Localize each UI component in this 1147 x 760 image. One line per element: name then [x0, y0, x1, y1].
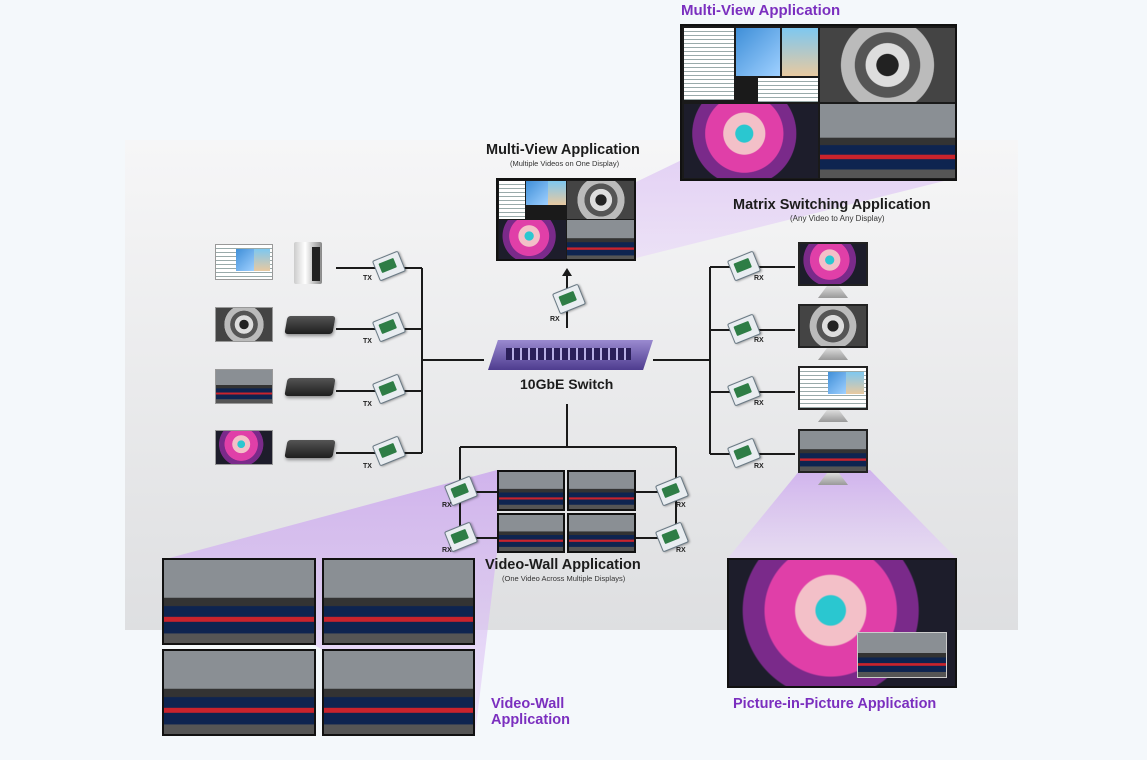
videowall-large-panel: [162, 649, 316, 736]
network-switch-icon: [488, 340, 653, 370]
monitor-stand: [818, 348, 848, 360]
monitor-stand: [818, 410, 848, 422]
videowall-small-panel: [497, 470, 565, 511]
rx-label: RX: [754, 400, 764, 407]
monitor-stand: [818, 286, 848, 298]
up-arrow-icon: [562, 268, 572, 276]
rx-label: RX: [442, 547, 452, 554]
multiview-large-display: [680, 24, 957, 181]
video-encoder-icon: [284, 316, 336, 334]
videowall-bottom-line2: Application: [491, 712, 570, 728]
pip-inset: [857, 632, 947, 678]
source-thumbnail: [215, 307, 273, 342]
tx-label: TX: [363, 401, 372, 408]
pip-display: [727, 558, 957, 688]
display-monitor-icon: [798, 242, 868, 286]
source-thumbnail: [215, 244, 273, 280]
multiview-center-subtitle: (Multiple Videos on One Display): [510, 159, 620, 168]
multiview-top-title: Multi-View Application: [681, 2, 841, 19]
switch-label: 10GbE Switch: [520, 376, 614, 392]
multiview-center-title: Multi-View Application: [486, 142, 640, 158]
display-monitor-icon: [798, 366, 868, 410]
rx-label: RX: [754, 337, 764, 344]
pc-tower-icon: [294, 242, 322, 284]
video-encoder-icon: [284, 440, 336, 458]
tx-label: TX: [363, 338, 372, 345]
multiview-small-display: [496, 178, 636, 261]
videowall-small-panel: [567, 470, 636, 511]
videowall-small-panel: [497, 513, 565, 553]
rx-label: RX: [676, 502, 686, 509]
pip-projection: [728, 470, 956, 558]
videowall-center-subtitle: (One Video Across Multiple Displays): [502, 574, 626, 583]
pip-title: Picture-in-Picture Application: [733, 696, 937, 712]
tx-label: TX: [363, 275, 372, 282]
videowall-large-panel: [322, 558, 475, 645]
rx-label: RX: [754, 463, 764, 470]
display-monitor-icon: [798, 304, 868, 348]
videowall-bottom-line1: Video-Wall: [491, 696, 565, 712]
video-encoder-icon: [284, 378, 336, 396]
rx-label: RX: [442, 502, 452, 509]
videowall-large-panel: [162, 558, 316, 645]
rx-label: RX: [550, 316, 560, 323]
source-thumbnail: [215, 430, 273, 465]
videowall-small-panel: [567, 513, 636, 553]
display-monitor-icon: [798, 429, 868, 473]
videowall-bottom-title: Video-Wall Application: [491, 696, 570, 728]
rx-label: RX: [754, 275, 764, 282]
videowall-center-title: Video-Wall Application: [485, 557, 641, 573]
matrix-subtitle: (Any Video to Any Display): [790, 214, 885, 223]
videowall-large-panel: [322, 649, 475, 736]
source-thumbnail: [215, 369, 273, 404]
tx-label: TX: [363, 463, 372, 470]
matrix-title: Matrix Switching Application: [733, 197, 931, 213]
monitor-stand: [818, 473, 848, 485]
rx-label: RX: [676, 547, 686, 554]
